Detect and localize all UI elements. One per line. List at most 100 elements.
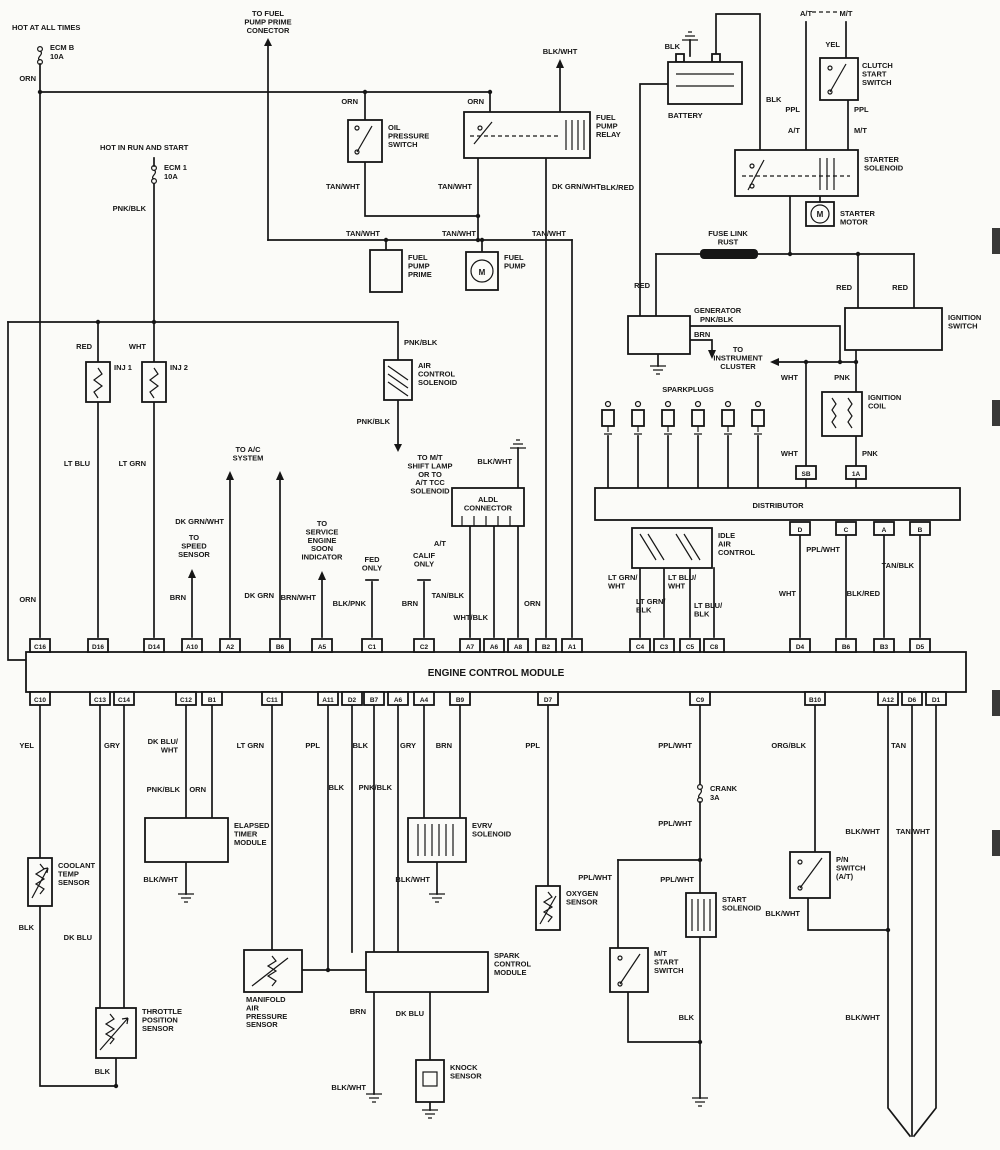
wire-label-ltbluwht: LT BLU/WHT bbox=[668, 573, 697, 590]
wire-label-pnkblk: PNK/BLK bbox=[404, 338, 438, 347]
junction-dots bbox=[37, 89, 891, 1089]
wire-label-blk: BLK bbox=[353, 741, 369, 750]
wire-label-brn: BRN bbox=[436, 741, 452, 750]
wires-power-left bbox=[7, 45, 573, 661]
fuse-link bbox=[700, 249, 758, 259]
svg-text:D: D bbox=[798, 527, 803, 534]
wire-label-orn: ORN bbox=[467, 97, 484, 106]
svg-text:A4: A4 bbox=[420, 697, 429, 704]
arrowheads bbox=[188, 38, 779, 580]
svg-text:D14: D14 bbox=[148, 644, 160, 651]
ecm-pin: B9 bbox=[449, 691, 471, 706]
dist-pin: A bbox=[873, 521, 895, 536]
ecm-pin: B1 bbox=[201, 691, 223, 706]
wire-label-dkblu: DK BLU bbox=[396, 1009, 424, 1018]
distributor-box bbox=[594, 487, 961, 521]
wire-label-ltblu: LT BLU bbox=[64, 459, 90, 468]
ecm-pin: A4 bbox=[413, 691, 435, 706]
wire-label-blkpnk: BLK/PNK bbox=[333, 599, 367, 608]
engine-control-module-label: ENGINE CONTROL MODULE bbox=[428, 668, 565, 679]
fuse-name: ECM B bbox=[50, 43, 75, 52]
map-sensor-box bbox=[243, 949, 303, 993]
wire-label-pnkblk: PNK/BLK bbox=[113, 204, 147, 213]
fuel-pump-relay-box bbox=[463, 111, 591, 159]
spark-plugs bbox=[601, 400, 765, 435]
wire-label-ppl: PPL bbox=[305, 741, 320, 750]
hot-in-run-label: HOT IN RUN AND START bbox=[100, 143, 189, 152]
svg-text:A6: A6 bbox=[490, 644, 499, 651]
fuse-name: ECM 1 bbox=[164, 163, 187, 172]
ecm-pin: C14 bbox=[113, 691, 135, 706]
svg-text:C10: C10 bbox=[34, 697, 46, 704]
ignition-switch-box bbox=[844, 307, 943, 351]
svg-text:C16: C16 bbox=[34, 644, 46, 651]
dist-pin: C bbox=[835, 521, 857, 536]
distributor-pins: D C A B SB 1A bbox=[789, 465, 931, 536]
ecm-pin: B3 bbox=[873, 638, 895, 653]
aldl-connector-box bbox=[451, 487, 525, 527]
sparkplugs-label: SPARKPLUGS bbox=[662, 385, 714, 394]
svg-text:C3: C3 bbox=[660, 644, 669, 651]
wire-label-orn: ORN bbox=[524, 599, 541, 608]
ecm-pin: A12 bbox=[877, 691, 899, 706]
distributor-label: DISTRIBUTOR bbox=[752, 501, 804, 510]
svg-text:A11: A11 bbox=[322, 697, 334, 704]
wire-label-blkred: BLK/RED bbox=[847, 589, 881, 598]
ecm-pin: C9 bbox=[689, 691, 711, 706]
wire-label-red: RED bbox=[836, 283, 852, 292]
wire-label-red: RED bbox=[634, 281, 650, 290]
at-label: A/T bbox=[434, 539, 447, 548]
injector-1-box bbox=[85, 361, 111, 403]
ecm-pin: D16 bbox=[87, 638, 109, 653]
wire-label-yel: YEL bbox=[19, 741, 34, 750]
wire-label-dkgrnwht: DK GRN/WHT bbox=[175, 517, 224, 526]
fuse-ecm-1 bbox=[151, 165, 158, 185]
dist-pin: D bbox=[789, 521, 811, 536]
svg-text:SB: SB bbox=[801, 471, 810, 478]
oxygen-sensor-box bbox=[535, 885, 561, 931]
wire-label-ltgrn: LT GRN bbox=[119, 459, 146, 468]
coil-terminal: SB bbox=[795, 465, 817, 480]
ecm-pin: A5 bbox=[311, 638, 333, 653]
air-control-solenoid-windings bbox=[387, 365, 409, 397]
ecm-pin: B6 bbox=[835, 638, 857, 653]
wire-label-pnkblk: PNK/BLK bbox=[357, 417, 391, 426]
wire-label-pnkblk: PNK/BLK bbox=[359, 783, 393, 792]
ecm-pin: C13 bbox=[89, 691, 111, 706]
fuel-pump-box bbox=[465, 251, 499, 291]
wire-label-orn: ORN bbox=[189, 785, 206, 794]
wire-label-dkgrnwht: DK GRN/WHT bbox=[552, 182, 601, 191]
svg-text:B10: B10 bbox=[809, 697, 821, 704]
wire-label-pnkblk: PNK/BLK bbox=[700, 315, 734, 324]
mt-start-switch-box bbox=[609, 947, 649, 993]
ecm-pin: C5 bbox=[679, 638, 701, 653]
pn-switch-box bbox=[789, 851, 831, 899]
wire-label-ltgrnwht: LT GRN/WHT bbox=[608, 573, 638, 590]
wire-label-wht: WHT bbox=[781, 449, 798, 458]
svg-text:C9: C9 bbox=[696, 697, 705, 704]
svg-text:B3: B3 bbox=[880, 644, 889, 651]
fuel-pump-relay-symbol bbox=[470, 120, 585, 150]
wire-label-tanwht: TAN/WHT bbox=[438, 182, 472, 191]
wire-label-red: RED bbox=[76, 342, 92, 351]
ignition-coil-box bbox=[821, 391, 863, 437]
wire-label-ppl: PPL bbox=[854, 105, 869, 114]
wire-label-pplwht: PPL/WHT bbox=[660, 875, 694, 884]
oil-pressure-switch-box bbox=[347, 119, 383, 163]
wire-label-ltgrnblk: LT GRN/BLK bbox=[636, 597, 666, 614]
wire-label-brn: BRN bbox=[694, 330, 710, 339]
svg-text:C12: C12 bbox=[180, 697, 192, 704]
wire-label-blkwht: BLK/WHT bbox=[395, 875, 430, 884]
ground-symbols bbox=[178, 31, 708, 1119]
svg-text:D1: D1 bbox=[932, 697, 941, 704]
